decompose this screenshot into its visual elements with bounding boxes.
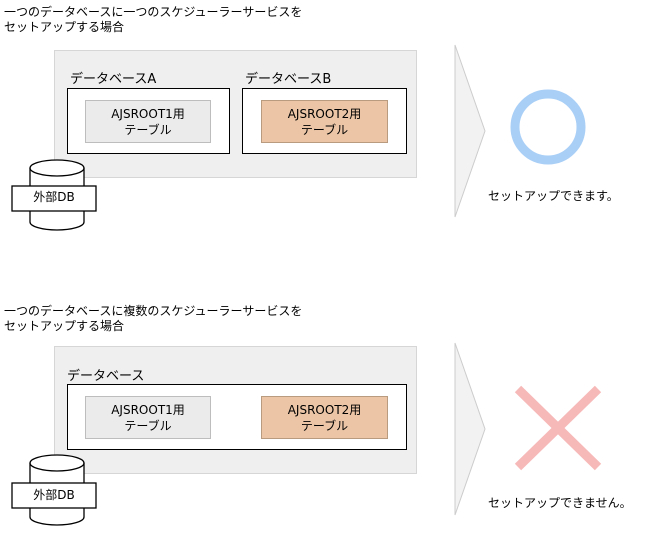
ajsroot2-table-shared-line2: テーブル [300, 418, 349, 433]
external-db-label-2: 外部DB [33, 488, 75, 502]
scenario2-caption: 一つのデータベースに複数のスケジューラーサービスを セットアップする場合 [4, 304, 302, 334]
database-label: データベース [67, 369, 145, 384]
ajsroot1-table-line2: テーブル [124, 122, 172, 137]
ajsroot1-table-shared: AJSROOT1用 テーブル [85, 396, 211, 439]
database-b-label: データベースB [245, 72, 332, 87]
scenario2-caption-line1: 一つのデータベースに複数のスケジューラーサービスを [4, 304, 303, 318]
scenario1-caption-line2: セットアップする場合 [4, 20, 125, 34]
circle-ok-icon [510, 89, 586, 165]
ajsroot2-table-shared-line1: AJSROOT2用 [287, 402, 362, 417]
ajsroot1-table-shared-line2: テーブル [124, 418, 172, 433]
scenario1-caption-line1: 一つのデータベースに一つのスケジューラーサービスを [4, 5, 303, 19]
database-a-label: データベースA [70, 72, 157, 87]
ajsroot1-table-shared-line1: AJSROOT1用 [111, 402, 185, 417]
scenario1-caption: 一つのデータベースに一つのスケジューラーサービスを セットアップする場合 [4, 5, 302, 35]
ajsroot1-table-line1: AJSROOT1用 [111, 106, 185, 121]
scenario2-caption-line2: セットアップする場合 [4, 319, 125, 333]
arrow-right-icon-2 [454, 342, 486, 516]
external-db-cylinder-icon-2 [11, 454, 97, 526]
ajsroot1-table: AJSROOT1用 テーブル [85, 100, 211, 143]
ajsroot2-table-line2: テーブル [300, 122, 349, 137]
ajsroot2-table: AJSROOT2用 テーブル [261, 100, 388, 143]
ajsroot2-table-line1: AJSROOT2用 [287, 106, 362, 121]
ajsroot2-table-shared: AJSROOT2用 テーブル [261, 396, 388, 439]
cross-ng-icon [514, 385, 602, 471]
scenario1-result-text: セットアップできます。 [488, 189, 619, 203]
external-db-label: 外部DB [33, 190, 75, 204]
arrow-right-icon [454, 44, 486, 218]
external-db-cylinder-icon [11, 159, 97, 231]
scenario2-result-text: セットアップできません。 [488, 496, 632, 510]
